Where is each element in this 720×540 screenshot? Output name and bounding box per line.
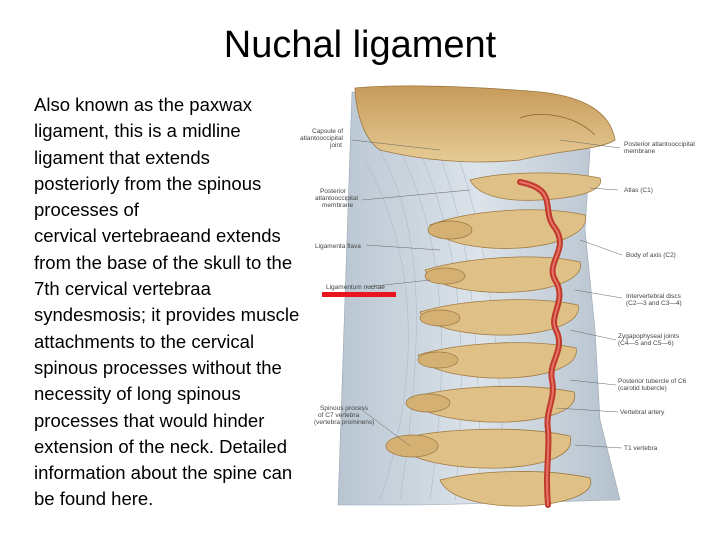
label-ligamentum-nuchae: Ligamentum nuchae	[326, 284, 385, 291]
label-body-axis: Body of axis (C2)	[626, 252, 676, 259]
slide-title: Nuchal ligament	[223, 24, 497, 66]
label-ligamenta-flava: Ligamenta flava	[315, 243, 361, 250]
vertebra-c5	[417, 342, 577, 379]
label-vertebral-artery: Vertebral artery	[620, 409, 665, 416]
vertebra-c2	[429, 209, 586, 249]
body-text: Also known as the paxwax ligament, this …	[34, 94, 300, 510]
vertebra-c4	[419, 299, 579, 336]
label-intervertebral-discs: Intervertebral discs(C2—3 and C3—4)	[626, 293, 682, 307]
label-posterior-tubercle: Posterior tubercle of C6(carotid tubercl…	[618, 378, 687, 392]
vertebra-t1	[439, 471, 592, 507]
skull-base	[354, 85, 616, 163]
label-t1-vertebra: T1 vertebra	[624, 445, 658, 452]
vertebra-c7	[394, 428, 572, 469]
vertebra-c3	[424, 256, 581, 293]
label-zygapophyseal-joints: Zygapophyseal joints(C4—5 and C5—6)	[618, 333, 680, 347]
highlight-bar	[322, 292, 396, 297]
vertebra-c6	[409, 385, 576, 423]
label-atlas: Atlas (C1)	[624, 187, 653, 194]
